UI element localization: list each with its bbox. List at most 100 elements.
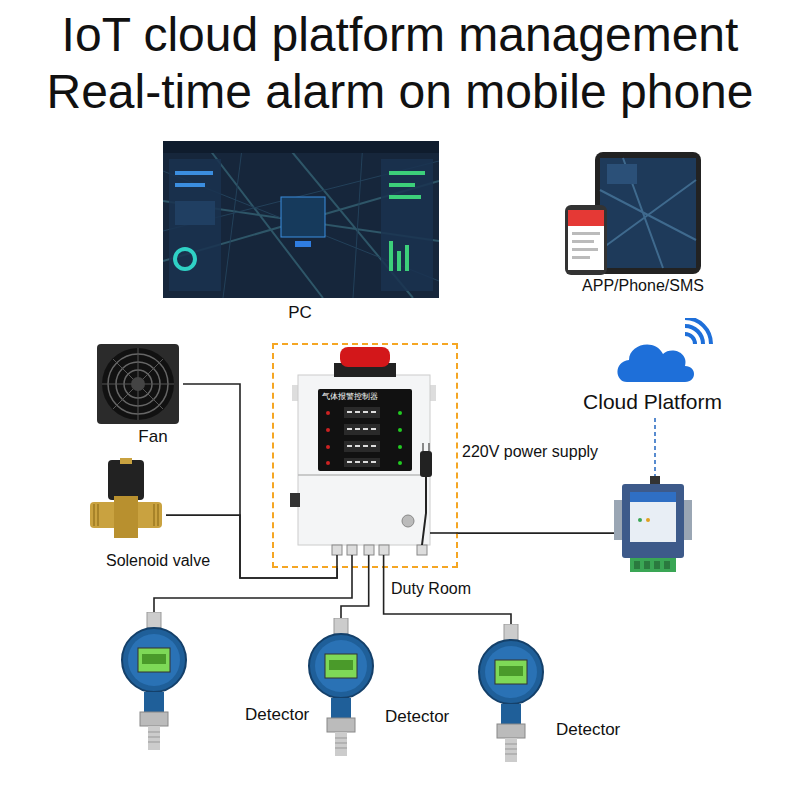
det-illustration-part xyxy=(142,654,166,664)
pc-illustration-part xyxy=(175,201,215,225)
fan-illustration-part xyxy=(102,348,174,420)
gateway-body xyxy=(622,484,684,558)
pc-illustration-part xyxy=(163,141,439,298)
gateway-panel xyxy=(630,492,676,542)
app-illustration-part xyxy=(568,210,604,270)
det-illustration-part xyxy=(499,666,523,676)
device-node: Detector xyxy=(118,612,190,752)
ctrl-illustration-part xyxy=(420,451,432,477)
ctrl-illustration xyxy=(272,343,458,568)
annotation-label: Duty Room xyxy=(391,580,471,598)
ctrl-illustration-part xyxy=(402,515,414,527)
gateway-terminal xyxy=(630,558,676,572)
ctrl-illustration-part xyxy=(398,411,402,415)
device-caption-holder: Detector xyxy=(385,707,449,727)
app-illustration-part xyxy=(572,248,598,251)
wire-segment xyxy=(341,568,369,618)
device-caption-holder: Detector xyxy=(245,705,309,725)
wire-connector xyxy=(154,568,352,612)
det-illustration-part xyxy=(147,612,161,628)
device-node: Cloud Platform xyxy=(575,318,730,418)
ctrl-illustration-part xyxy=(364,545,374,555)
ctrl-illustration-part xyxy=(398,445,402,449)
fan-illustration-part xyxy=(131,377,145,391)
device-caption-holder: Fan xyxy=(138,427,167,447)
ctrl-illustration-part xyxy=(326,428,330,432)
ctrl-illustration-part xyxy=(340,347,390,367)
ctrl-illustration-part xyxy=(423,443,429,451)
wire-segment xyxy=(458,532,625,534)
det-illustration-part xyxy=(138,648,170,672)
device-caption: 气体报警控制器 xyxy=(322,392,378,401)
ctrl-illustration-part xyxy=(398,428,402,432)
device-node: APP/Phone/SMS xyxy=(563,150,703,276)
device-caption: Detector xyxy=(556,720,620,740)
ctrl-illustration-part xyxy=(398,461,402,465)
det-illustration-part xyxy=(479,640,543,704)
device-caption: Cloud Platform xyxy=(583,390,722,414)
det-illustration-part xyxy=(329,660,353,670)
pc-illustration-part xyxy=(389,171,425,175)
device-caption: Detector xyxy=(245,705,309,725)
gateway-stripe xyxy=(630,492,676,502)
ctrl-illustration-part xyxy=(332,545,342,555)
det-illustration-part xyxy=(140,712,168,726)
pc-illustration-part xyxy=(389,195,421,199)
gateway-terminal-pin xyxy=(644,561,650,569)
ctrl-illustration-part xyxy=(379,545,389,555)
det-illustration-part xyxy=(335,738,347,748)
ctrl-illustration-part xyxy=(318,389,412,471)
det-illustration-part xyxy=(505,744,517,754)
device-node: Fan xyxy=(93,342,183,426)
pc-illustration-part xyxy=(175,249,195,269)
fan-illustration xyxy=(93,342,183,426)
app-illustration xyxy=(563,150,703,276)
gateway-led xyxy=(646,518,650,522)
pc-illustration-part xyxy=(295,241,311,247)
gateway-led xyxy=(638,518,642,522)
pc-illustration-part xyxy=(397,251,401,271)
det-illustration xyxy=(118,612,190,752)
ctrl-illustration-part xyxy=(326,445,330,449)
wire-segment xyxy=(154,568,352,612)
device-caption-holder: APP/Phone/SMS xyxy=(582,277,704,295)
det-illustration-part xyxy=(122,628,186,692)
device-node: PC xyxy=(163,141,439,298)
device-caption-holder: PC xyxy=(288,303,312,323)
ctrl-illustration-part xyxy=(422,477,426,545)
pc-illustration-part xyxy=(169,159,221,291)
title-holder: IoT cloud platform management Real-time … xyxy=(0,6,800,120)
ctrl-illustration-part xyxy=(326,411,330,415)
det-illustration-part xyxy=(504,624,518,640)
gateway-antenna xyxy=(650,476,660,484)
det-illustration-part xyxy=(497,724,525,738)
device-caption: Solenoid valve xyxy=(106,552,210,570)
app-illustration-part xyxy=(572,232,600,235)
device-caption-holder: Solenoid valve xyxy=(106,552,210,570)
det-illustration-part xyxy=(485,646,537,698)
det-illustration xyxy=(475,624,547,764)
device-caption: APP/Phone/SMS xyxy=(582,277,704,295)
det-illustration-part xyxy=(128,634,180,686)
annotation-label-holder: Duty Room xyxy=(391,580,471,598)
det-illustration-part xyxy=(495,660,527,684)
fan-illustration-part xyxy=(97,344,179,424)
annotation-label: 220V power supply xyxy=(462,443,598,461)
pc-illustration-part xyxy=(163,141,439,298)
ctrl-illustration-part xyxy=(337,555,384,568)
det-illustration-part xyxy=(148,732,160,742)
det-illustration-part xyxy=(309,634,373,698)
pc-illustration xyxy=(163,141,439,298)
ctrl-illustration-part xyxy=(430,532,458,534)
app-illustration-part xyxy=(600,158,696,268)
det-illustration-part xyxy=(325,654,357,678)
valve-illustration-part xyxy=(120,458,132,464)
app-illustration-part xyxy=(572,256,590,259)
pc-illustration-part xyxy=(175,183,205,187)
pc-illustration-part xyxy=(281,197,325,237)
pc-illustration-part xyxy=(381,159,433,291)
det-illustration-part xyxy=(315,640,367,692)
device-node: Detector xyxy=(475,624,547,764)
